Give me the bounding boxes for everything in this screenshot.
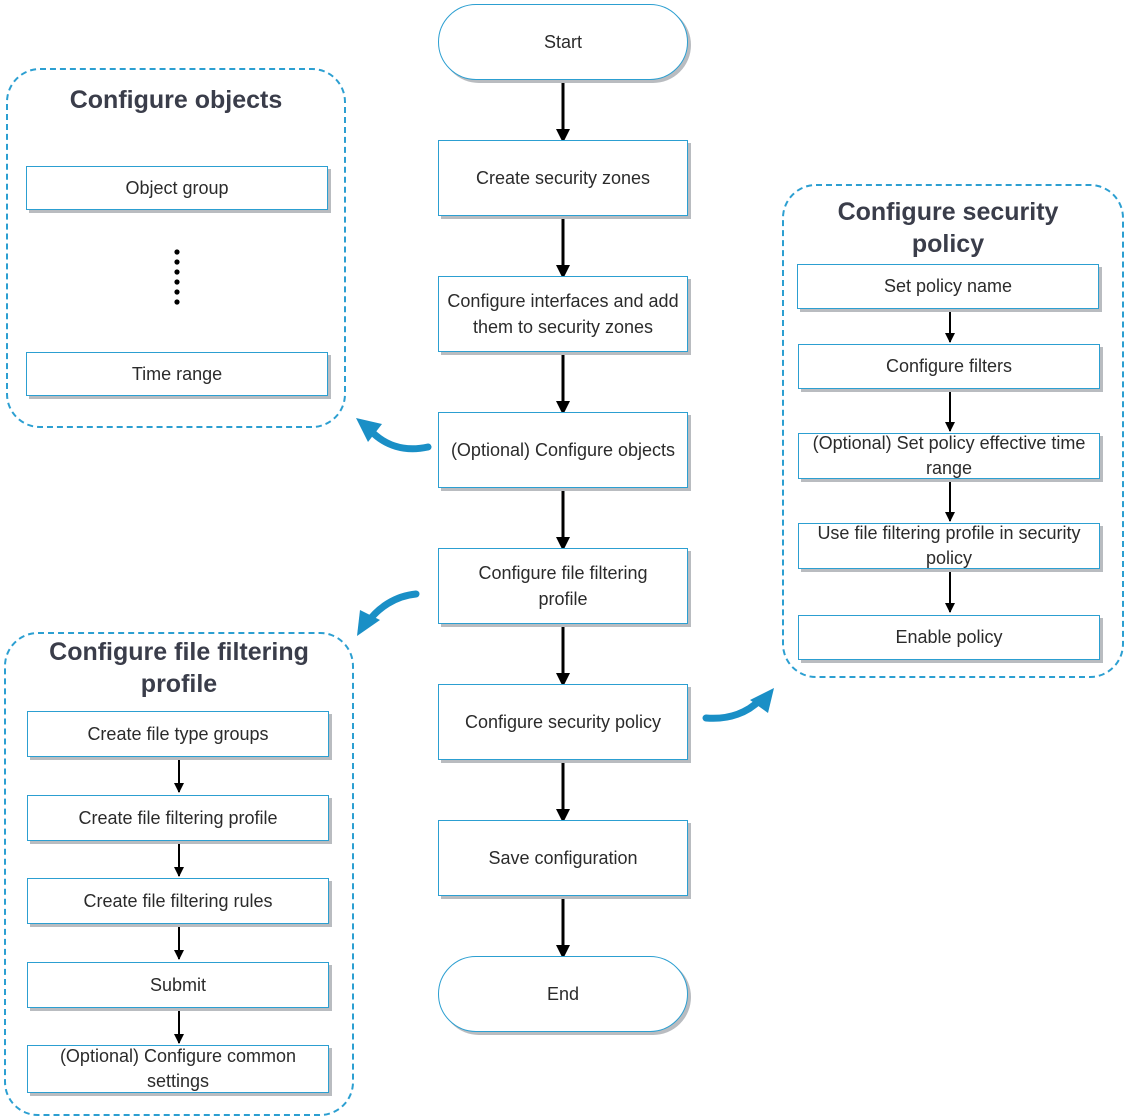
create-file-type-groups-item: Create file type groups	[27, 711, 329, 757]
step-save-configuration: Save configuration	[438, 820, 688, 896]
start-terminal: Start	[438, 4, 688, 80]
step-configure-security-policy: Configure security policy	[438, 684, 688, 760]
step-configure-interfaces: Configure interfaces and add them to sec…	[438, 276, 688, 352]
create-file-filtering-profile-item: Create file filtering profile	[27, 795, 329, 841]
objects-group	[6, 68, 346, 428]
set-policy-name-item: Set policy name	[797, 264, 1099, 309]
enable-policy-item: Enable policy	[798, 615, 1100, 660]
end-terminal: End	[438, 956, 688, 1032]
time-range-item: Time range	[26, 352, 328, 396]
file-filtering-group	[4, 632, 354, 1116]
set-effective-time-range-item: (Optional) Set policy effective time ran…	[798, 433, 1100, 479]
ellipsis-icon	[160, 246, 194, 310]
objects-group-title: Configure objects	[69, 86, 283, 114]
security-policy-group	[782, 184, 1124, 678]
step-create-security-zones: Create security zones	[438, 140, 688, 216]
create-file-filtering-rules-item: Create file filtering rules	[27, 878, 329, 924]
step-configure-objects: (Optional) Configure objects	[438, 412, 688, 488]
configure-common-settings-item: (Optional) Configure common settings	[27, 1045, 329, 1093]
security-policy-group-title: Configure security policy	[837, 198, 1059, 258]
step-configure-file-filtering-profile: Configure file filtering profile	[438, 548, 688, 624]
file-filtering-group-title: Configure file filtering profile	[49, 638, 309, 698]
submit-item: Submit	[27, 962, 329, 1008]
use-file-filtering-profile-item: Use file filtering profile in security p…	[798, 523, 1100, 569]
object-group-item: Object group	[26, 166, 328, 210]
callout-arrow-objects	[356, 418, 432, 453]
configure-filters-item: Configure filters	[798, 344, 1100, 389]
callout-arrow-policy	[702, 688, 774, 722]
callout-arrow-profile	[357, 590, 420, 636]
